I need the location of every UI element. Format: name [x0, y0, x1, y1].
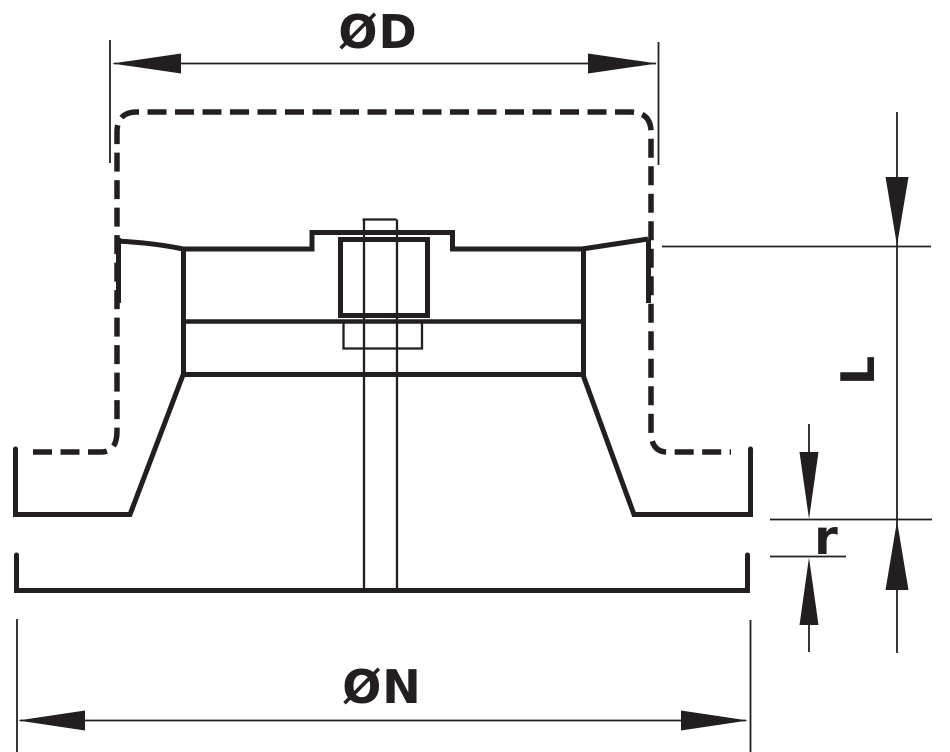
part-outline	[13, 230, 753, 593]
dim-r-arrow-down	[799, 452, 819, 519]
label-length: L	[831, 355, 885, 385]
dim-l-arrow-down	[885, 177, 909, 246]
dim-radius	[770, 424, 846, 652]
hidden-duct-outline	[33, 109, 731, 455]
label-diameter-base: ØN	[342, 660, 422, 714]
dim-n-arrow-left	[18, 710, 85, 731]
bolt-assembly	[338, 218, 430, 590]
dim-n-arrow-right	[681, 710, 748, 731]
dim-diameter-outer	[109, 40, 660, 165]
dim-diameter-base	[16, 619, 752, 752]
label-diameter-outer: ØD	[338, 5, 417, 59]
duct-profile-dashed	[33, 109, 731, 455]
dim-r-arrow-up	[799, 557, 819, 625]
dim-d-arrow-left	[112, 53, 181, 74]
bolt-nut	[342, 322, 424, 350]
label-radius: r	[814, 510, 838, 566]
dimension-labels: ØD ØN L r	[338, 5, 885, 714]
arrowheads	[18, 53, 909, 731]
dim-l-arrow-up	[885, 521, 909, 590]
top-profile	[116, 230, 649, 252]
bolt-head	[338, 237, 430, 318]
line-work	[13, 40, 932, 752]
skirt-right	[580, 372, 753, 517]
dim-d-arrow-right	[588, 53, 657, 74]
skirt-left	[13, 372, 186, 517]
base-plate	[14, 552, 750, 593]
